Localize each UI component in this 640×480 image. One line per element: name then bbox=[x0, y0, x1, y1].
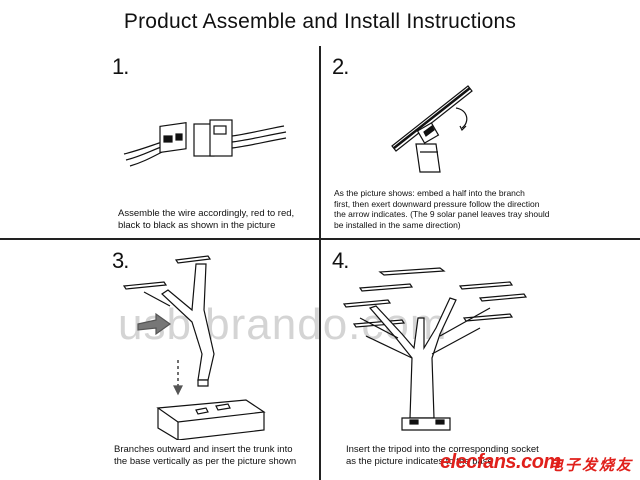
trunk-and-base-illustration bbox=[122, 255, 266, 440]
elecfans-logo: elecfans.com bbox=[440, 451, 561, 473]
caption-line: Branches outward and insert the trunk in… bbox=[114, 444, 293, 455]
step-4-number: 4. bbox=[332, 248, 349, 273]
caption-line: Assemble the wire accordingly, red to re… bbox=[118, 208, 295, 219]
step-2-caption: As the picture shows: embed a half into … bbox=[334, 188, 549, 230]
step-4-caption: Insert the tripod into the corresponding… bbox=[346, 444, 539, 468]
step-2-number: 2. bbox=[332, 54, 349, 79]
solar-leaf-mount-illustration bbox=[391, 85, 473, 173]
step-1-number: 1. bbox=[112, 54, 129, 79]
page-title: Product Assemble and Install Instruction… bbox=[123, 10, 517, 33]
assembled-solar-tree-illustration bbox=[342, 267, 528, 431]
step-3-number: 3. bbox=[112, 248, 129, 273]
caption-line: as the picture indicates to the base bbox=[346, 456, 493, 467]
caption-line: the base vertically as per the picture s… bbox=[114, 456, 297, 467]
wire-connector-illustration bbox=[123, 119, 287, 167]
step-3-caption: Branches outward and insert the trunk in… bbox=[114, 444, 296, 468]
caption-line: first, then exert downward pressure foll… bbox=[334, 198, 540, 209]
horizontal-divider bbox=[0, 238, 640, 240]
caption-line: Insert the tripod into the corresponding… bbox=[346, 444, 539, 455]
caption-line: black to black as shown in the picture bbox=[118, 220, 276, 231]
caption-line: As the picture shows: embed a half into … bbox=[334, 188, 525, 198]
step-1-caption: Assemble the wire accordingly, red to re… bbox=[118, 208, 294, 232]
elecfans-logo-cn: 电子发烧友 bbox=[548, 457, 634, 474]
vertical-divider bbox=[319, 46, 321, 480]
caption-line: be installed in the same direction) bbox=[334, 219, 461, 230]
caption-line: the arrow indicates. (The 9 solar panel … bbox=[334, 209, 550, 219]
